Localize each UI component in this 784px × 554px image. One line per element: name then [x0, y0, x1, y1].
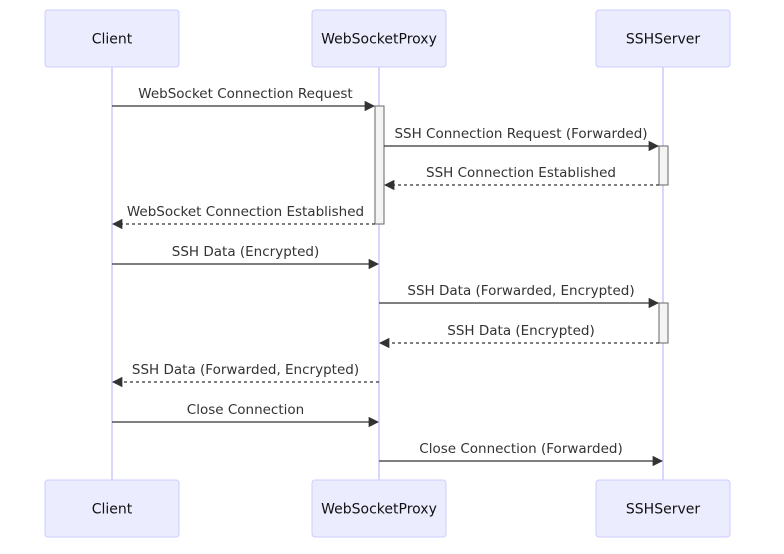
- actor-client-top: Client: [44, 9, 180, 68]
- message-label: WebSocket Connection Established: [127, 204, 364, 220]
- message-7: SSH Data (Encrypted): [378, 323, 659, 349]
- actor-server-bottom: SSHServer: [595, 479, 731, 538]
- actor-label: SSHServer: [626, 502, 700, 518]
- message-label: Close Connection: [187, 402, 304, 418]
- actor-server-top: SSHServer: [595, 9, 731, 68]
- message-10: Close Connection (Forwarded): [379, 441, 664, 467]
- activation-bar-server: [658, 145, 669, 186]
- message-label: SSH Data (Encrypted): [172, 244, 319, 260]
- message-2: SSH Connection Request (Forwarded): [384, 126, 660, 152]
- actor-label: WebSocketProxy: [321, 502, 437, 518]
- actor-client-bottom: Client: [44, 479, 180, 538]
- actor-proxy-top: WebSocketProxy: [311, 9, 447, 68]
- actor-label: SSHServer: [626, 32, 700, 48]
- actor-box: [44, 479, 180, 538]
- actor-label: Client: [92, 32, 133, 48]
- message-label: SSH Data (Forwarded, Encrypted): [132, 362, 359, 378]
- actor-label: Client: [92, 502, 133, 518]
- message-label: SSH Data (Encrypted): [447, 323, 594, 339]
- message-5: SSH Data (Encrypted): [112, 244, 380, 270]
- message-1: WebSocket Connection Request: [112, 86, 376, 112]
- message-6: SSH Data (Forwarded, Encrypted): [379, 283, 660, 309]
- message-label: SSH Connection Request (Forwarded): [394, 126, 647, 142]
- message-9: Close Connection: [112, 402, 380, 428]
- message-4: WebSocket Connection Established: [111, 204, 375, 230]
- message-label: SSH Connection Established: [426, 165, 616, 181]
- actor-box: [595, 9, 731, 68]
- actor-proxy-bottom: WebSocketProxy: [311, 479, 447, 538]
- activation-bar-server: [658, 302, 669, 344]
- message-label: Close Connection (Forwarded): [419, 441, 622, 457]
- actor-box: [595, 479, 731, 538]
- message-8: SSH Data (Forwarded, Encrypted): [111, 362, 379, 388]
- message-3: SSH Connection Established: [383, 165, 659, 191]
- actor-box: [44, 9, 180, 68]
- message-label: SSH Data (Forwarded, Encrypted): [407, 283, 634, 299]
- actor-box: [311, 479, 447, 538]
- message-label: WebSocket Connection Request: [138, 86, 352, 102]
- actor-label: WebSocketProxy: [321, 32, 437, 48]
- activation-bar-proxy: [374, 105, 385, 225]
- actor-box: [311, 9, 447, 68]
